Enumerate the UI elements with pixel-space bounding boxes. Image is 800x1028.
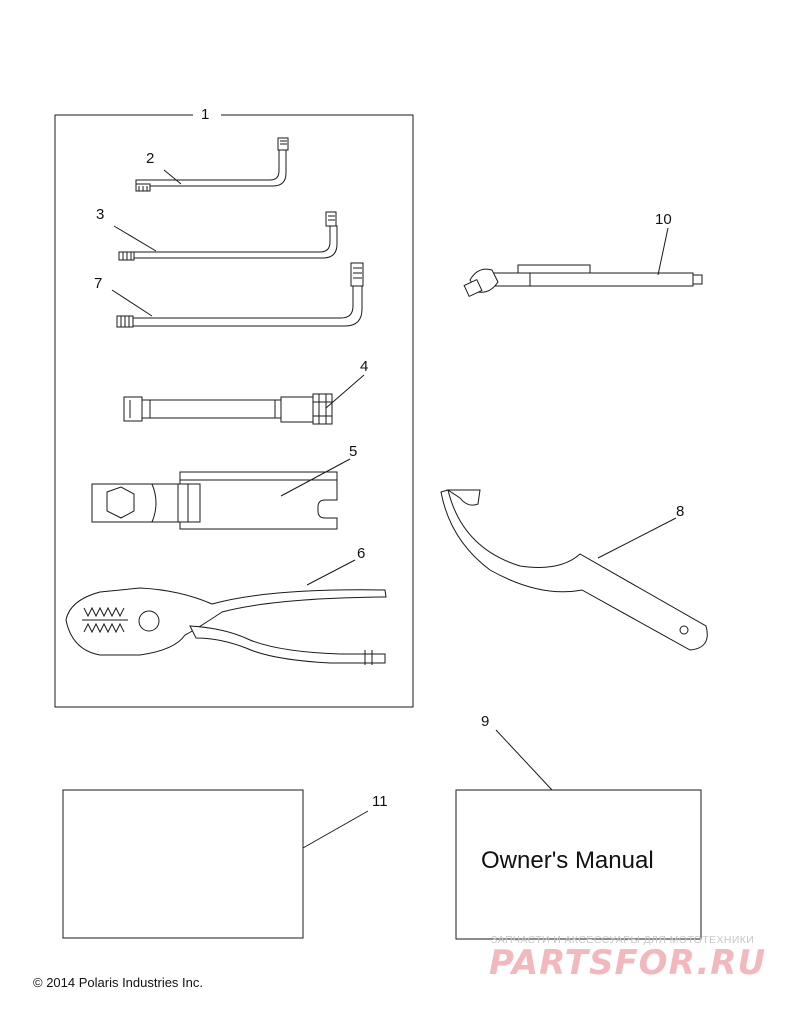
callout-11: 11 (372, 793, 388, 810)
callout-3: 3 (96, 206, 104, 223)
callout-4: 4 (360, 358, 368, 375)
callout-5: 5 (349, 443, 357, 460)
tool-kit-box: 1 (54, 106, 414, 708)
watermark-brand: PARTSFOR.RU (489, 943, 767, 983)
callout-8: 8 (676, 503, 684, 520)
owners-manual-label: Owner's Manual (481, 847, 654, 874)
callout-1: 1 (201, 106, 209, 123)
driver-handle: 10 (463, 211, 703, 298)
hex-key-small: 2 (135, 137, 289, 192)
callout-6: 6 (357, 545, 365, 562)
blank-document-card: 11 (62, 789, 388, 939)
callout-9: 9 (481, 713, 489, 730)
socket-extension: 4 (123, 358, 368, 425)
hex-key-medium: 3 (96, 206, 338, 261)
fork-spanner-tool: 5 (91, 443, 357, 530)
owners-manual: Owner's Manual 9 (455, 713, 702, 940)
callout-2: 2 (146, 150, 154, 167)
watermark-tagline: ЗАПЧАСТИ И АКСЕССУАРЫ ДЛЯ МОТОТЕХНИКИ (491, 934, 755, 946)
callout-10: 10 (655, 211, 672, 228)
copyright-text: © 2014 Polaris Industries Inc. (33, 975, 203, 990)
hook-spanner-wrench: 8 (440, 489, 708, 651)
pliers: 6 (65, 545, 387, 665)
callout-7: 7 (94, 275, 102, 292)
hex-key-large: 7 (94, 262, 364, 328)
